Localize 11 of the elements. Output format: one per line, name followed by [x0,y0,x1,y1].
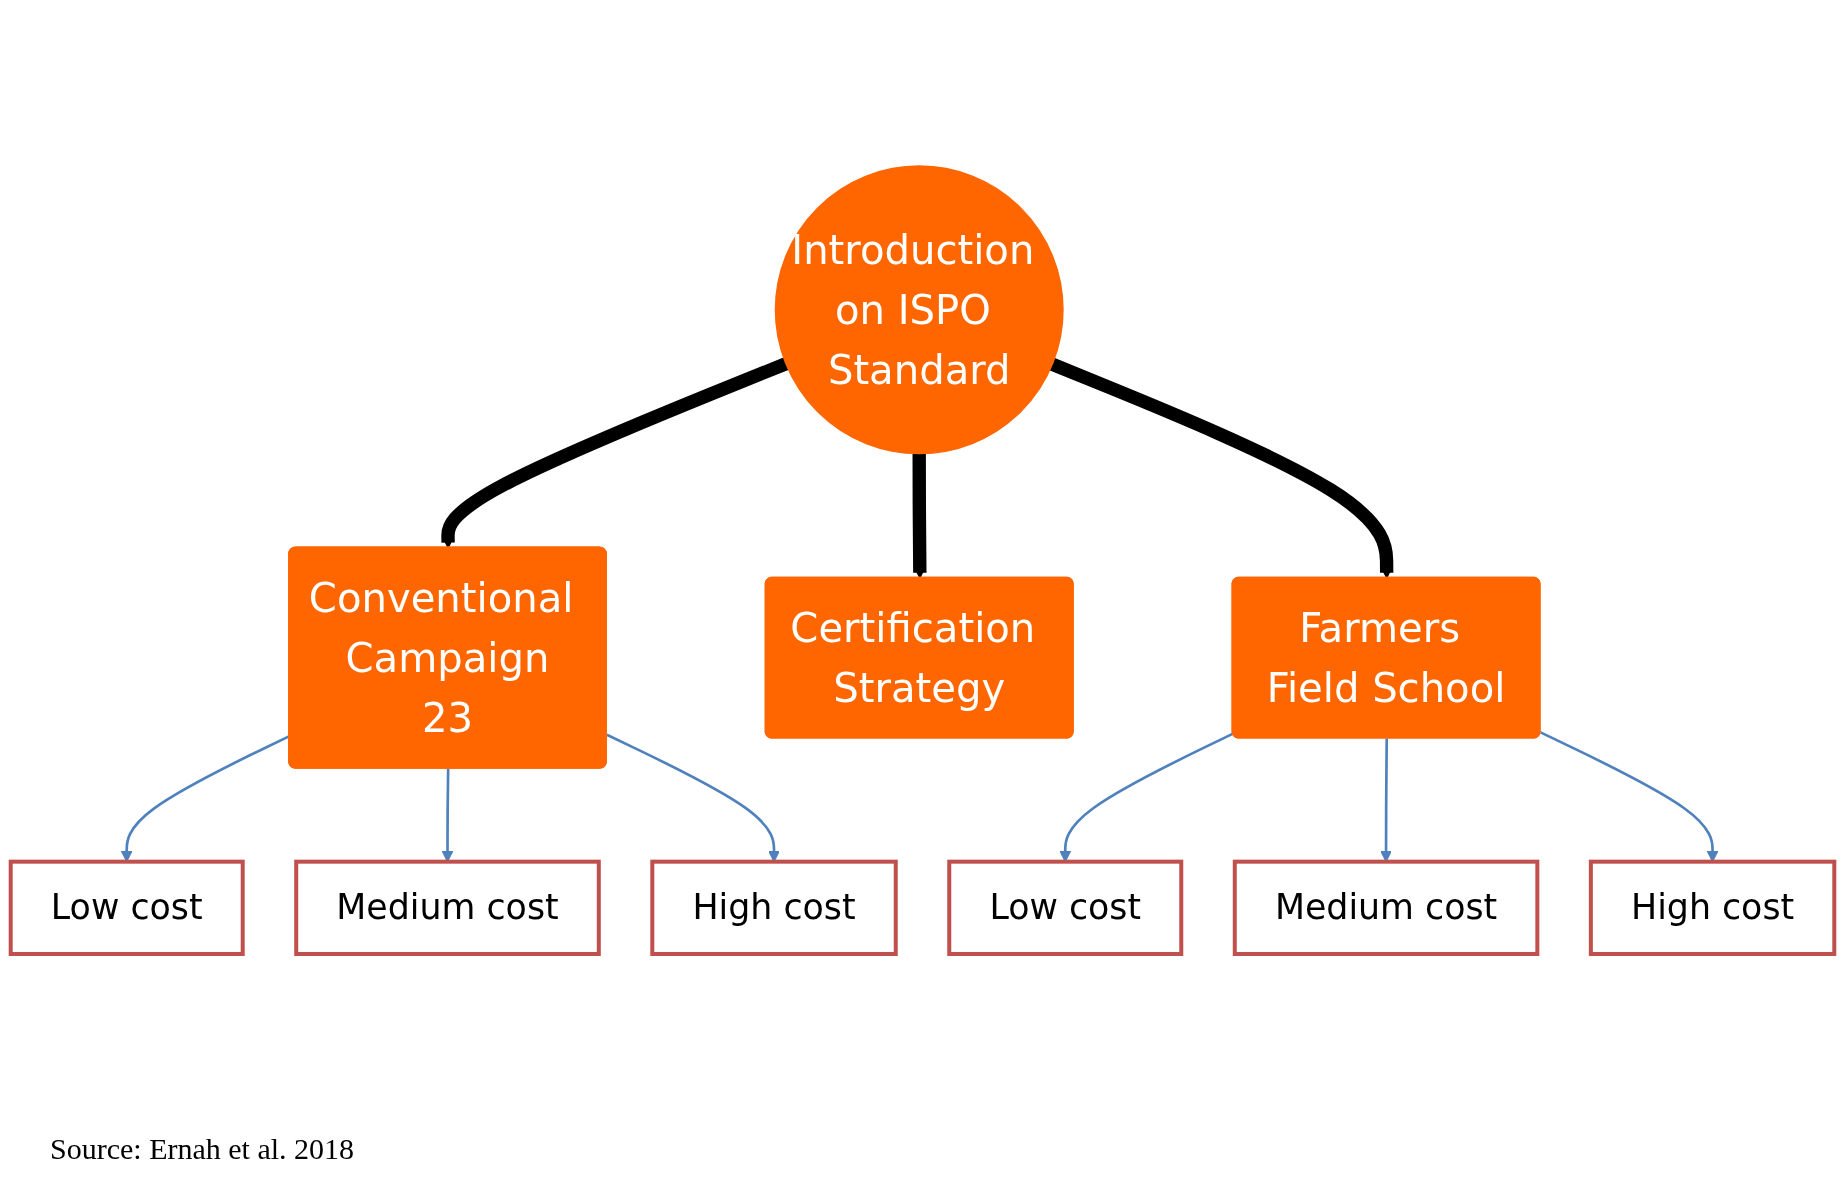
source-caption: Source: Ernah et al. 2018 [50,1132,355,1166]
node-circle: Introduction on ISPO Standard [774,165,1064,455]
node-box: High cost [650,859,898,956]
arrow [441,357,789,549]
arrow [1049,358,1394,579]
node-box: High cost [1588,859,1837,956]
node-box: Low cost [8,859,245,956]
node-box: Medium cost [1232,859,1540,956]
arrow [912,453,927,579]
node-box: Medium cost [294,859,601,956]
node-box: Low cost [947,859,1184,956]
